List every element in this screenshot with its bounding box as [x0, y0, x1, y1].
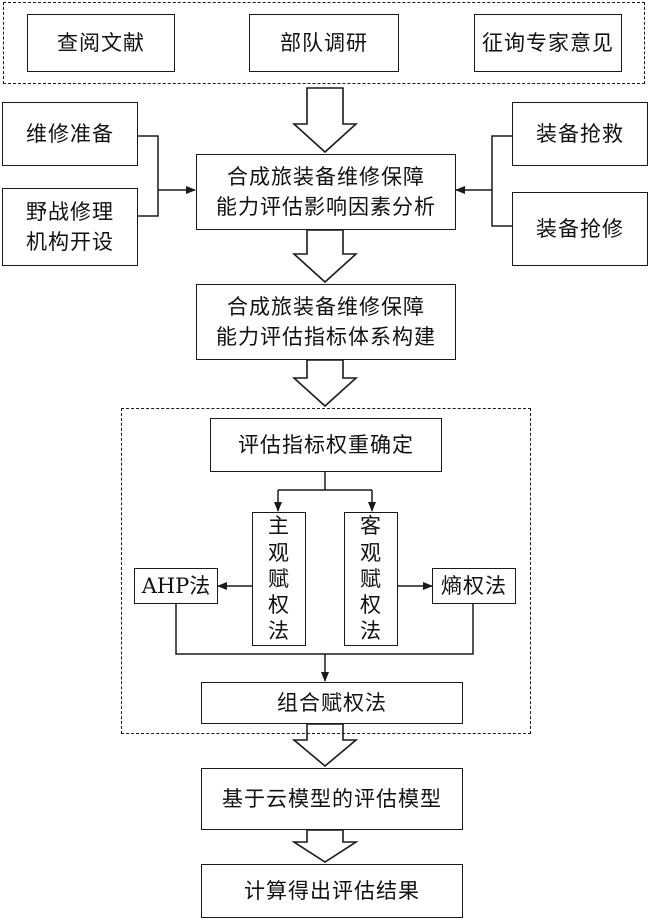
- block-arrow-4: [291, 723, 359, 768]
- influence-analysis-box: 合成旅装备维修保障 能力评估影响因素分析: [196, 154, 456, 230]
- right-bracket: [491, 135, 512, 227]
- block-arrow-5: [291, 829, 359, 863]
- left-bracket: [138, 135, 159, 217]
- block-arrow-2: [291, 229, 359, 284]
- sources-group: [3, 2, 645, 84]
- objective-weighting-box: 客 观 赋 权 法: [344, 512, 398, 646]
- ahp-method-box: AHP法: [134, 568, 218, 604]
- index-system-box: 合成旅装备维修保障 能力评估指标体系构建: [196, 284, 456, 360]
- block-arrow-1: [291, 87, 359, 154]
- weighting-group: [121, 408, 531, 734]
- factor-equipment-repair: 装备抢修: [512, 192, 648, 266]
- factor-field-repair: 野战修理 机构开设: [2, 188, 138, 266]
- source-survey: 部队调研: [249, 14, 399, 72]
- factor-equipment-rescue: 装备抢救: [512, 102, 648, 166]
- result-box: 计算得出评估结果: [201, 864, 463, 918]
- entropy-method-box: 熵权法: [432, 568, 516, 604]
- block-arrow-3: [291, 359, 359, 408]
- weight-determination-box: 评估指标权重确定: [210, 418, 442, 472]
- cloud-model-box: 基于云模型的评估模型: [201, 768, 463, 830]
- source-experts: 征询专家意见: [474, 14, 622, 72]
- source-literature: 查阅文献: [27, 14, 175, 72]
- combined-weighting-box: 组合赋权法: [201, 682, 463, 724]
- subjective-weighting-box: 主 观 赋 权 法: [252, 512, 306, 646]
- factor-maintenance-prep: 维修准备: [2, 102, 138, 166]
